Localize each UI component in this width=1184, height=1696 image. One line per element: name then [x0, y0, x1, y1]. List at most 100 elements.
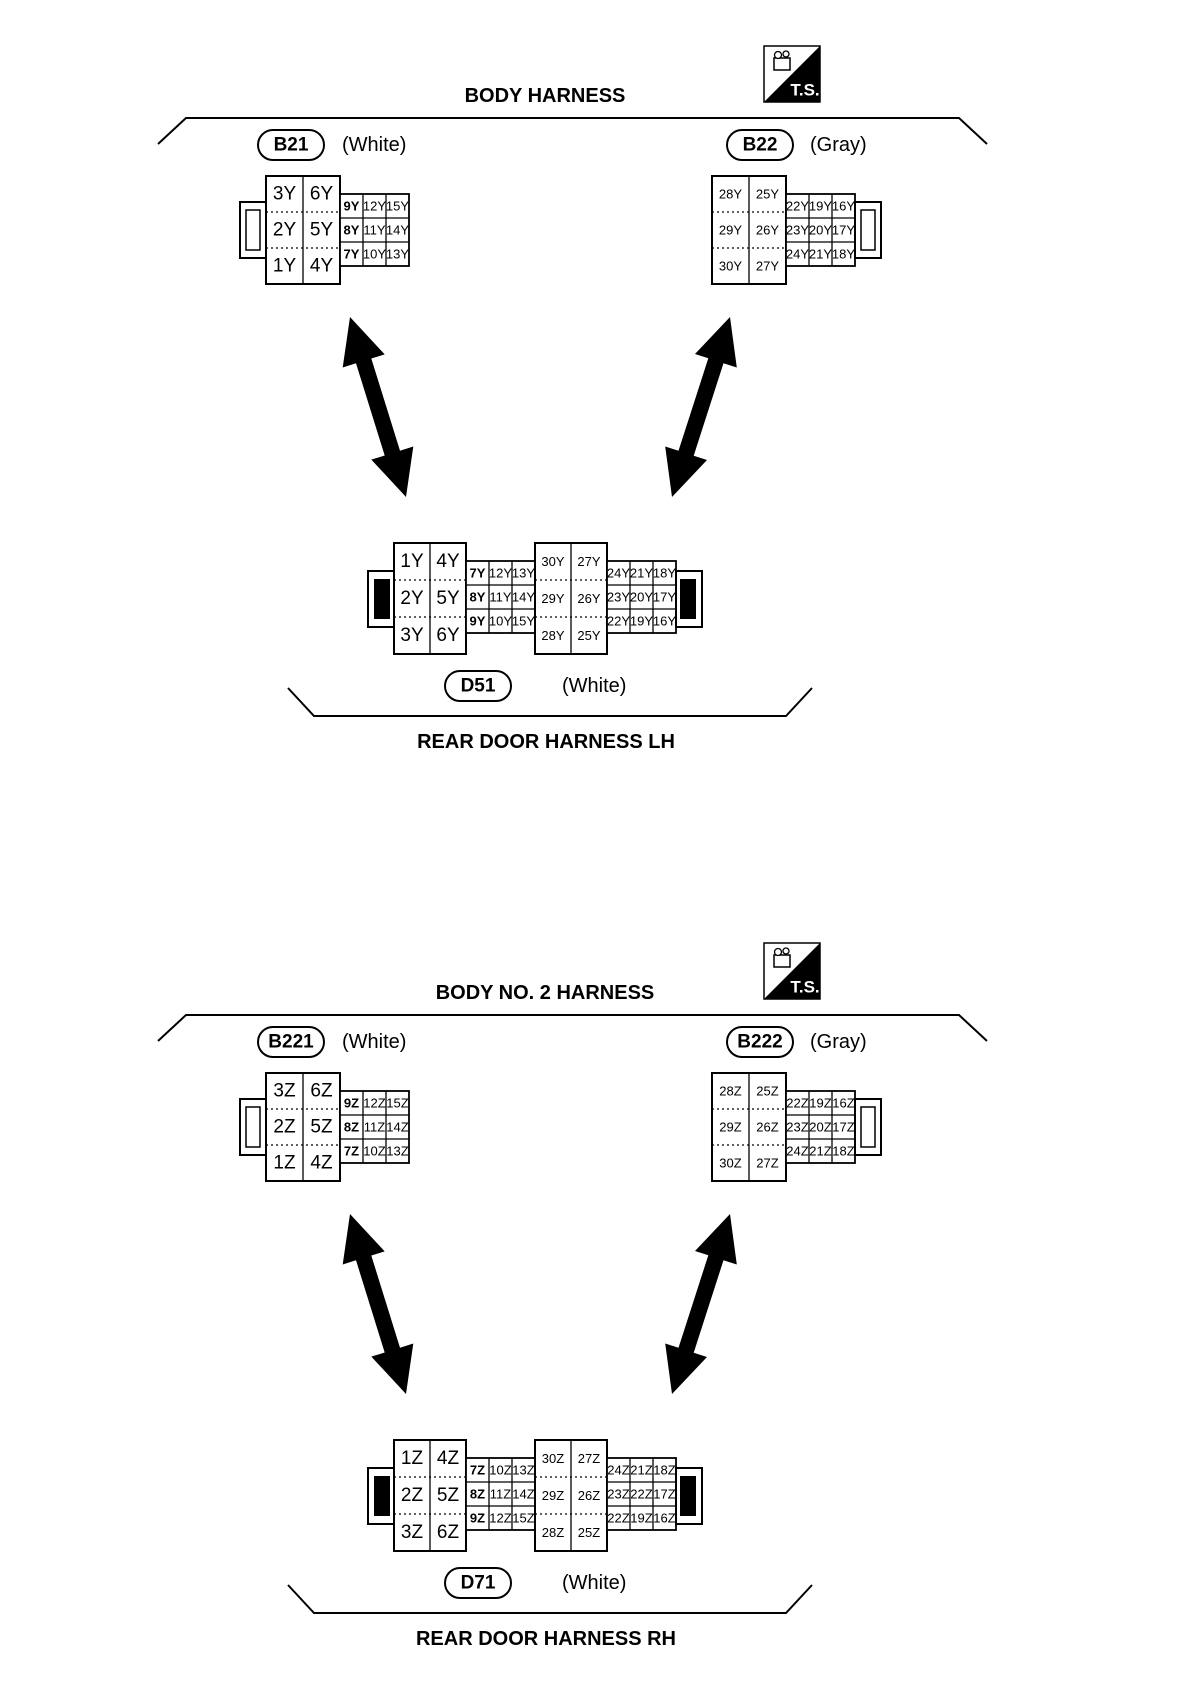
terminal-pin: 21Y	[809, 247, 832, 262]
terminal-pin: 26Z	[578, 1488, 600, 1503]
door-harness-title: REAR DOOR HARNESS LH	[417, 731, 675, 753]
ts-box-glyph	[773, 57, 791, 71]
terminal-pin: 1Y	[400, 551, 424, 572]
terminal-pin: 22Y	[607, 614, 630, 629]
connector-id: D51	[461, 676, 496, 697]
connector-lock-slot	[860, 1106, 876, 1148]
connector-id-pill	[257, 1026, 325, 1058]
ts-badge-triangle	[764, 46, 820, 102]
connector-color: (White)	[342, 1031, 406, 1053]
terminal-pin: 12Z	[489, 1511, 511, 1526]
connector-color: (White)	[562, 675, 626, 697]
terminal-pin: 20Z	[809, 1120, 831, 1135]
connection-arrow	[665, 317, 737, 497]
connector-id-pill	[444, 670, 512, 702]
terminal-pin: 6Z	[310, 1081, 333, 1102]
terminal-pin: 3Z	[401, 1522, 424, 1543]
terminal-grid-aux-outline	[465, 1457, 536, 1531]
terminal-pin: 24Z	[607, 1463, 629, 1478]
connection-arrow	[665, 1214, 737, 1394]
terminal-pin: 21Z	[809, 1144, 831, 1159]
terminal-pin: 2Y	[273, 220, 297, 241]
connector-color: (Gray)	[810, 134, 867, 156]
ts-badge-label: T.S.	[790, 978, 819, 997]
terminal-pin: 25Z	[756, 1084, 778, 1099]
terminal-pin: 3Y	[400, 625, 424, 646]
ts-badge-triangle	[764, 943, 820, 999]
connector-lock-slot	[245, 209, 261, 251]
terminal-pin: 23Y	[786, 223, 809, 238]
terminal-pin: 28Z	[719, 1084, 741, 1099]
terminal-pin: 10Z	[363, 1144, 385, 1159]
terminal-pin: 15Y	[386, 199, 409, 214]
terminal-pin: 1Z	[401, 1448, 424, 1469]
connector-lock-slot	[245, 1106, 261, 1148]
terminal-pin: 29Y	[719, 223, 742, 238]
door-harness-frame-line	[287, 687, 813, 717]
terminal-pin: 11Y	[489, 590, 511, 605]
terminal-pin: 8Z	[344, 1120, 359, 1135]
terminal-pin: 8Y	[470, 590, 486, 605]
terminal-grid-aux-outline	[606, 560, 677, 634]
ts-badge-icon: T.S.	[763, 942, 821, 1000]
terminal-pin: 19Y	[630, 614, 653, 629]
terminal-pin: 12Z	[363, 1096, 385, 1111]
connector-id: D71	[461, 1573, 496, 1594]
terminal-pin: 1Z	[273, 1153, 296, 1174]
terminal-pin: 23Z	[607, 1487, 629, 1502]
terminal-pin: 15Y	[512, 614, 535, 629]
connector-id-tag: B22 (Gray)	[726, 129, 867, 161]
terminal-pin: 18Y	[653, 566, 676, 581]
terminal-pin: 22Y	[786, 199, 809, 214]
terminal-pin: 13Z	[386, 1144, 408, 1159]
terminal-pin: 7Y	[470, 566, 486, 581]
terminal-pin: 22Z	[786, 1096, 808, 1111]
connector-lock-slot	[860, 209, 876, 251]
terminal-pin: 15Z	[386, 1096, 408, 1111]
terminal-pin: 3Z	[273, 1081, 296, 1102]
terminal-pin: 26Y	[577, 591, 600, 606]
terminal-pin: 24Y	[607, 566, 630, 581]
terminal-pin: 4Y	[436, 551, 460, 572]
connector-id: B21	[274, 135, 309, 156]
connector-id: B22	[743, 135, 778, 156]
terminal-pin: 2Z	[401, 1485, 424, 1506]
terminal-pin: 30Z	[542, 1451, 564, 1466]
connection-arrow	[342, 317, 414, 497]
terminal-grid-aux-outline	[339, 193, 410, 267]
terminal-pin: 14Z	[386, 1120, 408, 1135]
terminal-pin: 19Y	[809, 199, 832, 214]
terminal-pin: 12Y	[489, 566, 512, 581]
terminal-pin: 18Z	[653, 1463, 675, 1478]
connector-id-pill	[726, 129, 794, 161]
terminal-pin: 17Y	[653, 590, 676, 605]
terminal-pin: 11Y	[363, 223, 385, 238]
terminal-pin: 4Z	[437, 1448, 460, 1469]
ts-gear-glyph	[782, 947, 790, 955]
terminal-pin: 2Y	[400, 588, 424, 609]
body-harness-frame-line	[157, 1014, 988, 1042]
terminal-pin: 13Z	[512, 1463, 534, 1478]
terminal-pin: 21Z	[630, 1463, 652, 1478]
terminal-pin: 14Y	[512, 590, 535, 605]
terminal-pin: 25Y	[756, 187, 779, 202]
terminal-pin: 19Z	[630, 1511, 652, 1526]
connector-lock-latch	[680, 579, 696, 619]
terminal-pin: 29Z	[719, 1120, 741, 1135]
connector-lock-latch	[680, 1476, 696, 1516]
terminal-pin: 8Y	[344, 223, 360, 238]
terminal-pin: 14Z	[512, 1487, 534, 1502]
terminal-grid-aux-outline	[785, 193, 856, 267]
connector-color: (White)	[562, 1572, 626, 1594]
door-harness-frame-line	[287, 1584, 813, 1614]
terminal-pin: 5Y	[436, 588, 460, 609]
connector-id-tag: B21(White)	[257, 129, 406, 161]
terminal-pin: 16Y	[653, 614, 676, 629]
terminal-pin: 10Y	[363, 247, 386, 262]
connector-id-tag: B221(White)	[257, 1026, 406, 1058]
terminal-pin: 13Y	[512, 566, 535, 581]
terminal-pin: 20Y	[809, 223, 832, 238]
body-harness-title: BODY NO. 2 HARNESS	[436, 982, 655, 1004]
